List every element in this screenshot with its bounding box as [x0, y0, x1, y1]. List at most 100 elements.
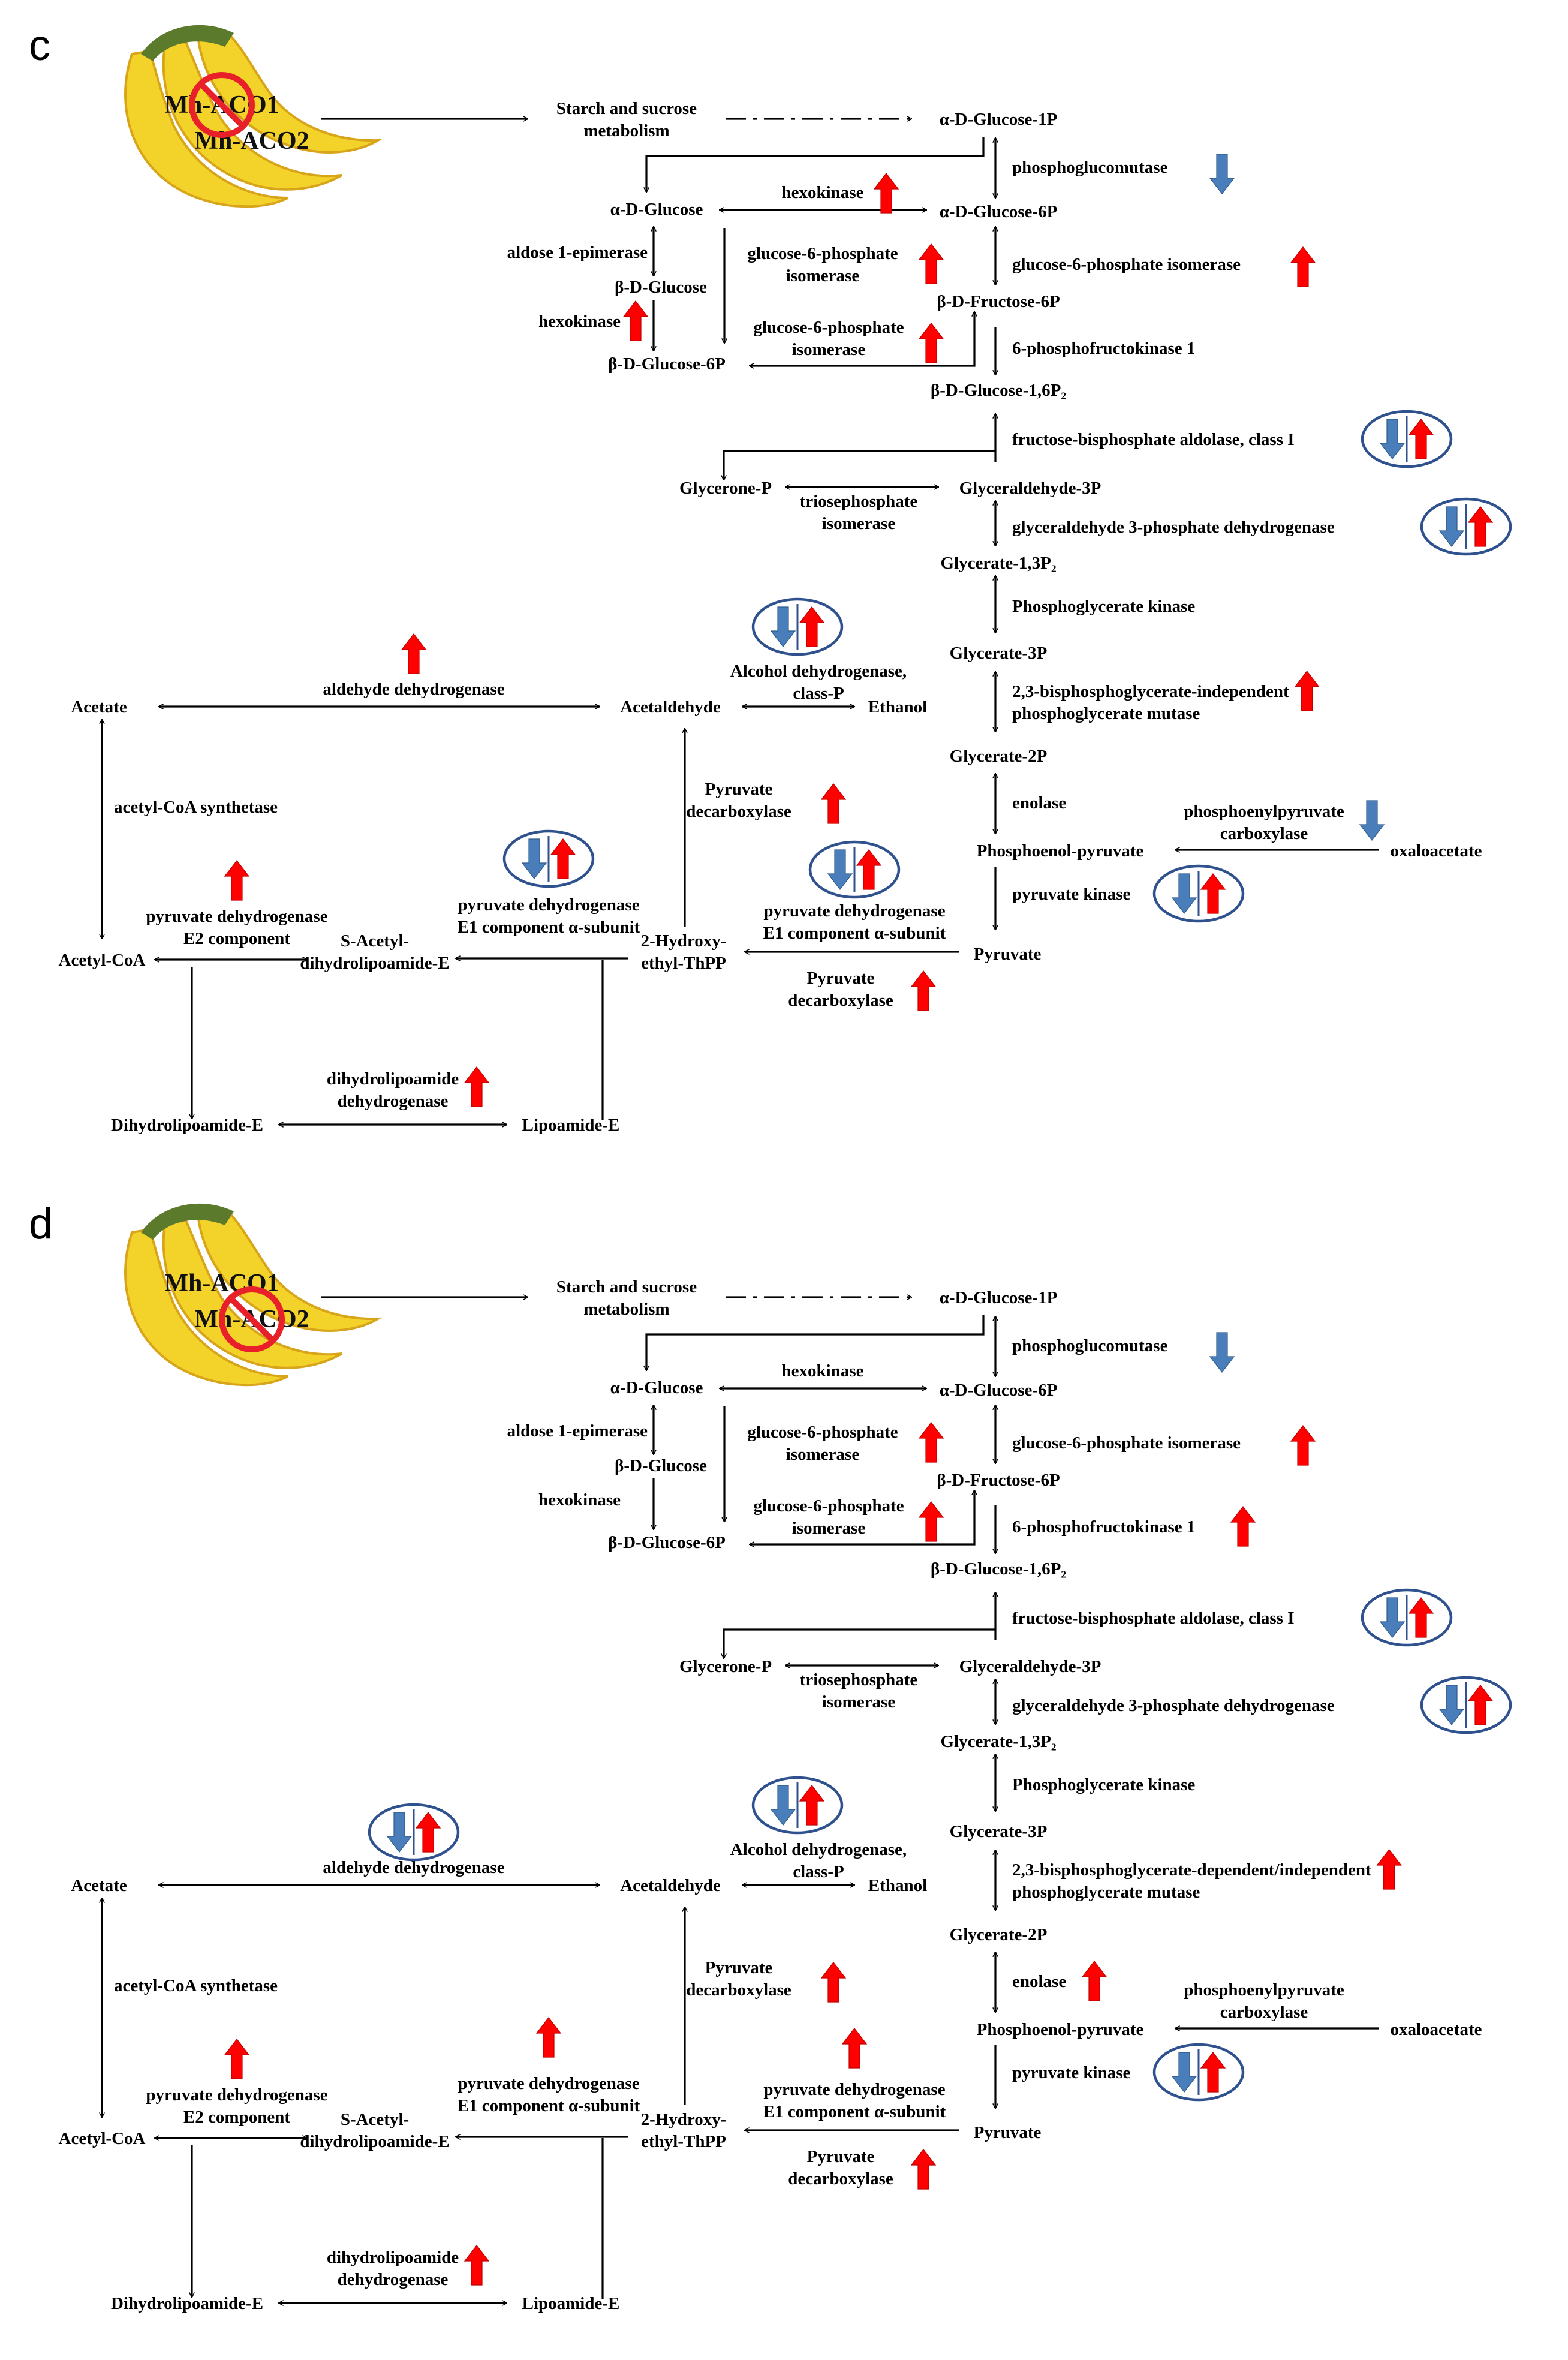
pdh-e2-up-arrow-icon: [224, 860, 250, 901]
aldh-up-arrow-icon: [401, 633, 427, 674]
pdh-e1b-mixed-regulation-icon: [808, 840, 901, 899]
enzyme-pgk: Phosphoglycerate kinase: [1012, 1775, 1195, 1794]
pgam-up-arrow-icon: [1376, 1849, 1402, 1890]
node-phosphoenol-pyruvate: Phosphoenol-pyruvate: [977, 2020, 1144, 2039]
node-beta-glucose: β-D-Glucose: [615, 278, 707, 297]
node-alpha-glucose-1p: α-D-Glucose-1P: [940, 1288, 1058, 1307]
enzyme-fba: fructose-bisphosphate aldolase, class I: [1012, 1609, 1295, 1628]
pk-down-arrow-icon: [1171, 2052, 1197, 2093]
node-hydroxyethyl-thpp: 2-Hydroxy-ethyl-ThPP: [641, 931, 727, 973]
enzyme-pgm: phosphoglucomutase: [1012, 1336, 1168, 1355]
knockout-ban-icon: [189, 72, 255, 138]
node-beta-glucose-6p: β-D-Glucose-6P: [608, 1533, 726, 1552]
node-acetaldehyde: Acetaldehyde: [620, 1876, 721, 1895]
node-glycerone-p: Glycerone-P: [679, 479, 772, 498]
banana-fruit: [124, 49, 288, 208]
node-lipoamide-e: Lipoamide-E: [522, 1116, 620, 1135]
enzyme-adh: Alcohol dehydrogenase,class-P: [730, 662, 907, 703]
panel-label: c: [29, 22, 50, 70]
pgm-down-arrow-icon: [1209, 1332, 1235, 1373]
fba-mixed-regulation-icon: [1361, 1588, 1453, 1647]
knockout-ban-icon: [219, 1286, 285, 1352]
banana-stem: [141, 1203, 234, 1240]
enzyme-gapdh: glyceraldehyde 3-phosphate dehydrogenase: [1012, 1696, 1335, 1715]
node-glycerate-3p: Glycerate-3P: [950, 1822, 1048, 1841]
enzyme-pk: pyruvate kinase: [1012, 885, 1131, 904]
adh-up-arrow-icon: [799, 1785, 825, 1826]
enzyme-fba: fructose-bisphosphate aldolase, class I: [1012, 430, 1295, 449]
adh-mixed-regulation-icon: [751, 597, 844, 656]
enzyme-pfk: 6-phosphofructokinase 1: [1012, 1517, 1195, 1537]
gapdh-mixed-regulation-icon: [1420, 1676, 1512, 1734]
banana-bunch-image: Mh-ACO1Mh-ACO2: [124, 1203, 383, 1387]
pk-up-arrow-icon: [1200, 2052, 1226, 2093]
g6pi-c-up-arrow-icon: [918, 1501, 944, 1542]
g6pi-b-up-arrow-icon: [1290, 246, 1316, 287]
enzyme-hk1: hexokinase: [782, 1361, 864, 1381]
node-glycerate-13p2: Glycerate-1,3P₂: [940, 554, 1056, 573]
panel-label: d: [29, 1200, 53, 1248]
banana-stem: [141, 25, 234, 61]
pk-up-arrow-icon: [1200, 873, 1226, 914]
pk-mixed-regulation-icon: [1152, 864, 1245, 923]
banana-bunch-image: Mh-ACO1Mh-ACO2: [124, 25, 383, 208]
node-beta-glucose-16p2: β-D-Glucose-1,6P₂: [931, 381, 1066, 400]
pdc2-up-arrow-icon: [910, 970, 937, 1011]
node-acetyl-coa: Acetyl-CoA: [59, 951, 146, 970]
enzyme-hk2: hexokinase: [538, 312, 621, 331]
node-beta-fructose-6p: β-D-Fructose-6P: [937, 292, 1060, 311]
node-alpha-glucose-6p: α-D-Glucose-6P: [940, 1381, 1058, 1400]
pdh-e2-up-arrow-icon: [224, 2039, 250, 2079]
enzyme-g6pi-b: glucose-6-phosphate isomerase: [1012, 1433, 1241, 1453]
node-lipoamide-e: Lipoamide-E: [522, 2294, 620, 2313]
node-ethanol: Ethanol: [868, 1876, 927, 1895]
node-alpha-glucose: α-D-Glucose: [610, 1378, 703, 1397]
node-acetate: Acetate: [71, 698, 127, 717]
g6pi-c-up-arrow-icon: [918, 323, 944, 363]
pdc2-up-arrow-icon: [910, 2149, 937, 2190]
enzyme-aldh: aldehyde dehydrogenase: [323, 680, 504, 699]
node-phosphoenol-pyruvate: Phosphoenol-pyruvate: [977, 841, 1144, 861]
enzyme-hk1: hexokinase: [782, 183, 864, 202]
node-pyruvate: Pyruvate: [974, 945, 1042, 964]
pdc1-up-arrow-icon: [820, 783, 847, 824]
enzyme-eno: enolase: [1012, 1972, 1066, 1991]
fba-mixed-regulation-icon: [1361, 410, 1453, 468]
g6pi-a-up-arrow-icon: [918, 1422, 944, 1463]
node-acetaldehyde: Acetaldehyde: [620, 698, 721, 717]
pgam-up-arrow-icon: [1294, 671, 1320, 711]
node-oxaloacetate: oxaloacetate: [1391, 2020, 1482, 2039]
node-glyceraldehyde-3p: Glyceraldehyde-3P: [959, 479, 1101, 498]
node-beta-fructose-6p: β-D-Fructose-6P: [937, 1471, 1060, 1490]
gapdh-up-arrow-icon: [1467, 1685, 1494, 1725]
pgm-down-arrow-icon: [1209, 154, 1235, 194]
aldh-mixed-regulation-icon: [368, 1803, 460, 1862]
fba-up-arrow-icon: [1408, 419, 1434, 459]
node-acetate: Acetate: [71, 1876, 127, 1895]
banana-fruit: [124, 1228, 288, 1387]
node-dihydrolipoamide-e: Dihydrolipoamide-E: [111, 1116, 263, 1135]
enzyme-hk2: hexokinase: [538, 1490, 621, 1510]
g6pi-b-up-arrow-icon: [1290, 1425, 1316, 1466]
enzyme-pgm: phosphoglucomutase: [1012, 158, 1168, 177]
eno-up-arrow-icon: [1081, 1961, 1107, 2001]
